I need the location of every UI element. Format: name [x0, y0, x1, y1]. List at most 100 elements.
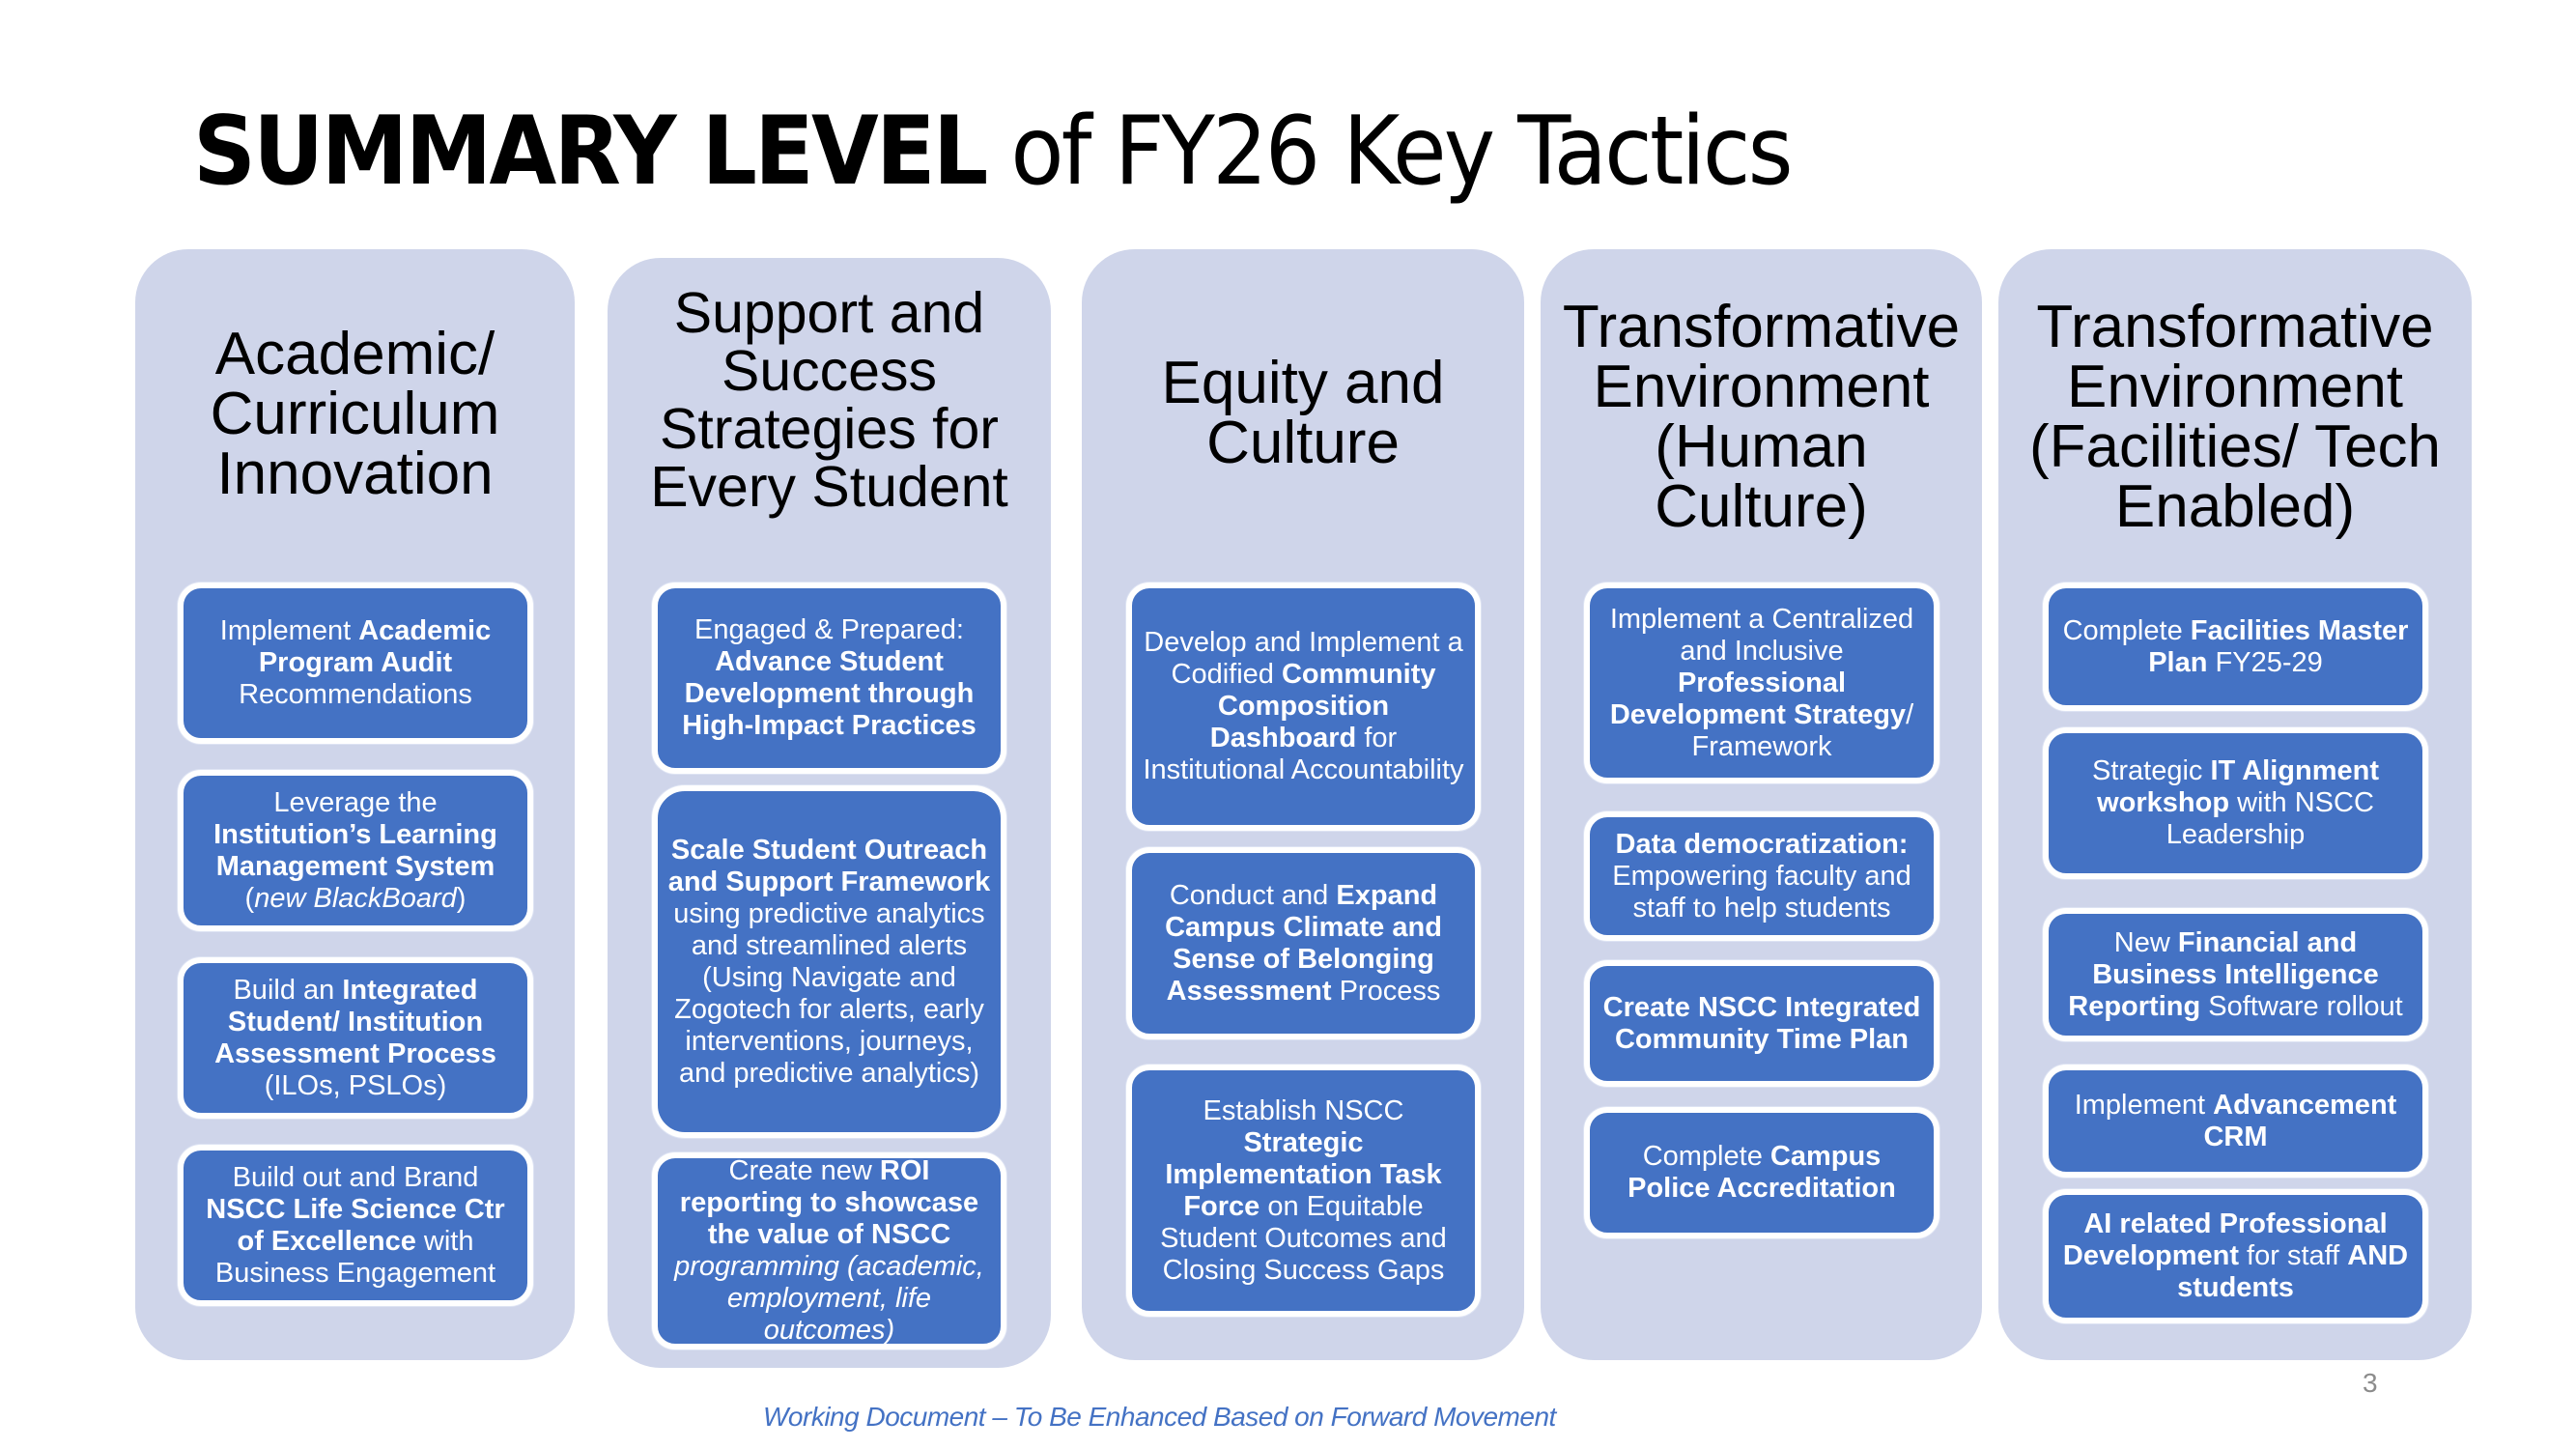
- heading-line: (Facilities/ Tech: [2028, 413, 2442, 480]
- tactic-text-italic: programming (academic, employment, life …: [674, 1251, 984, 1346]
- tactic-box: Implement Academic Program Audit Recomme…: [178, 582, 533, 744]
- tactic-box: AI related Professional Development for …: [2043, 1189, 2428, 1323]
- tactic-text-normal: Implement a Centralized and Inclusive: [1609, 603, 1914, 667]
- tactic-text: Implement a Centralized and Inclusive Pr…: [1599, 604, 1924, 763]
- tactic-text-normal: Build out and Brand: [232, 1161, 479, 1193]
- tactic-text-bold: Data democratization:: [1615, 828, 1909, 860]
- tactic-text: Build an Integrated Student/ Institution…: [193, 975, 518, 1102]
- tactic-text-bold: IT Alignment workshop: [2097, 755, 2380, 818]
- heading-line: Success: [722, 339, 937, 403]
- tactic-box: Complete Campus Police Accreditation: [1584, 1107, 1939, 1238]
- tactic-text-normal: Strategic: [2091, 755, 2211, 786]
- tactic-text-bold: NSCC Life Science Ctr of Excellence: [206, 1193, 505, 1257]
- tactic-text-bold: Community Composition Dashboard: [1209, 659, 1436, 753]
- tactic-text-normal: with Business Engagement: [214, 1225, 496, 1289]
- column-heading: Support and Success Strategies for Every…: [608, 284, 1051, 516]
- heading-line: Enabled): [2114, 473, 2356, 540]
- tactic-text-normal: (: [244, 882, 255, 914]
- tactic-text: Create new ROI reporting to showcase the…: [667, 1155, 991, 1347]
- tactic-box: Build an Integrated Student/ Institution…: [178, 957, 533, 1119]
- tactic-text: New Financial and Business Intelligence …: [2058, 927, 2413, 1023]
- tactic-text-normal: Process: [1331, 975, 1441, 1007]
- tactic-text-normal: for Institutional Accountability: [1143, 723, 1464, 785]
- tactic-text-normal: ): [456, 882, 467, 914]
- tactic-text-bold: Financial and Business Intelligence Repo…: [2068, 926, 2379, 1022]
- tactic-text: Develop and Implement a Codified Communi…: [1142, 627, 1465, 786]
- tactic-text: Strategic IT Alignment workshop with NSC…: [2058, 755, 2413, 851]
- tactic-text: Implement Advancement CRM: [2058, 1090, 2413, 1153]
- tactic-text-normal: New: [2113, 926, 2178, 958]
- heading-line: Environment: [1593, 354, 1930, 420]
- tactic-text-italic: new BlackBoard: [254, 882, 457, 914]
- tactic-text-bold: Campus Police Accreditation: [1628, 1141, 1896, 1204]
- heading-line: Academic/: [214, 321, 495, 387]
- tactic-text-normal: Recommendations: [239, 679, 472, 710]
- title-rest: of FY26 Key Tactics: [985, 97, 1793, 207]
- tactic-box: Implement a Centralized and Inclusive Pr…: [1584, 582, 1939, 783]
- heading-line: Equity and: [1161, 350, 1445, 416]
- heading-line: Support and: [673, 281, 985, 345]
- tactic-text-bold: Institution’s Learning Management System: [213, 818, 497, 882]
- column-heading: Academic/ Curriculum Innovation: [135, 325, 575, 504]
- tactic-text: Build out and Brand NSCC Life Science Ct…: [193, 1162, 518, 1290]
- tactic-text: AI related Professional Development for …: [2058, 1208, 2413, 1304]
- tactic-box: Establish NSCC Strategic Implementation …: [1126, 1065, 1481, 1317]
- heading-line: (Human: [1655, 413, 1868, 480]
- tactic-text-normal: using predictive analytics and streamlin…: [673, 897, 985, 1089]
- tactic-text-bold: Scale Student Outreach and Support Frame…: [667, 834, 991, 897]
- tactic-text-normal: Software rollout: [2200, 990, 2403, 1022]
- tactic-text: Complete Campus Police Accreditation: [1599, 1141, 1924, 1205]
- tactic-text-normal: Engaged & Prepared:: [694, 614, 964, 645]
- tactic-text-bold: Professional Development Strategy: [1609, 667, 1907, 730]
- heading-line: Transformative: [1562, 294, 1961, 360]
- tactic-text-bold: Expand Campus Climate and Sense of Belon…: [1165, 879, 1442, 1007]
- heading-line: Culture): [1655, 473, 1868, 540]
- tactic-text: Create NSCC Integrated Community Time Pl…: [1599, 992, 1924, 1056]
- tactic-box: Leverage the Institution’s Learning Mana…: [178, 770, 533, 931]
- tactic-text: Implement Academic Program Audit Recomme…: [193, 615, 518, 711]
- tactic-text-normal: FY25-29: [2207, 646, 2323, 678]
- page-number: 3: [2363, 1368, 2378, 1398]
- tactic-text-normal: Empowering faculty and staff to help stu…: [1612, 860, 1911, 923]
- tactic-box: Scale Student Outreach and Support Frame…: [652, 785, 1006, 1138]
- heading-line: Culture: [1206, 410, 1400, 476]
- tactic-text-normal: Implement: [2074, 1089, 2214, 1121]
- tactic-text-bold: Academic Program Audit: [258, 615, 492, 678]
- tactic-box: Strategic IT Alignment workshop with NSC…: [2043, 727, 2428, 879]
- tactic-box: Data democratization: Empowering faculty…: [1584, 811, 1939, 941]
- tactic-text-bold: Create NSCC Integrated Community Time Pl…: [1602, 991, 1921, 1055]
- tactic-text: Engaged & Prepared: Advance Student Deve…: [667, 614, 991, 742]
- tactic-box: Conduct and Expand Campus Climate and Se…: [1126, 847, 1481, 1039]
- heading-line: Environment: [2066, 354, 2404, 420]
- tactic-box: Create NSCC Integrated Community Time Pl…: [1584, 960, 1939, 1087]
- tactic-text: Scale Student Outreach and Support Frame…: [667, 835, 991, 1090]
- tactic-text-bold: AI related Professional Development: [2062, 1208, 2388, 1271]
- tactic-text-normal: Complete: [1642, 1141, 1770, 1172]
- tactic-text-normal: on Equitable Student Outcomes and Closin…: [1160, 1190, 1447, 1286]
- heading-line: Curriculum: [210, 381, 500, 447]
- tactic-text: Data democratization: Empowering faculty…: [1599, 829, 1924, 924]
- column-heading: Equity and Culture: [1082, 354, 1524, 473]
- tactic-text-bold: AND students: [2177, 1240, 2409, 1303]
- footer-note: Working Document – To Be Enhanced Based …: [763, 1402, 1556, 1432]
- heading-line: Innovation: [216, 440, 494, 507]
- tactic-text: Leverage the Institution’s Learning Mana…: [193, 787, 518, 915]
- heading-line: Every Student: [650, 455, 1008, 519]
- tactic-text: Complete Facilities Master Plan FY25-29: [2058, 615, 2413, 679]
- tactic-text-normal: (ILOs, PSLOs): [264, 1069, 447, 1101]
- heading-line: Strategies for: [660, 397, 999, 461]
- tactic-box: New Financial and Business Intelligence …: [2043, 908, 2428, 1041]
- tactic-box: Engaged & Prepared: Advance Student Deve…: [652, 582, 1006, 774]
- tactic-box: Create new ROI reporting to showcase the…: [652, 1152, 1006, 1350]
- tactic-text-normal: Build an: [233, 974, 343, 1006]
- tactic-text-normal: Leverage the: [273, 786, 438, 818]
- tactic-box: Build out and Brand NSCC Life Science Ct…: [178, 1145, 533, 1306]
- tactic-text-normal: Complete: [2062, 614, 2191, 646]
- tactic-text: Conduct and Expand Campus Climate and Se…: [1142, 880, 1465, 1008]
- tactic-text-normal: with NSCC Leadership: [2166, 787, 2374, 850]
- tactic-text-bold: Strategic Implementation Task Force: [1165, 1126, 1442, 1222]
- page-title: SUMMARY LEVEL of FY26 Key Tactics: [193, 97, 1794, 207]
- column-heading: Transformative Environment (Facilities/ …: [1998, 298, 2472, 537]
- tactic-text-normal: Establish NSCC: [1203, 1094, 1404, 1126]
- title-bold: SUMMARY LEVEL: [193, 97, 988, 207]
